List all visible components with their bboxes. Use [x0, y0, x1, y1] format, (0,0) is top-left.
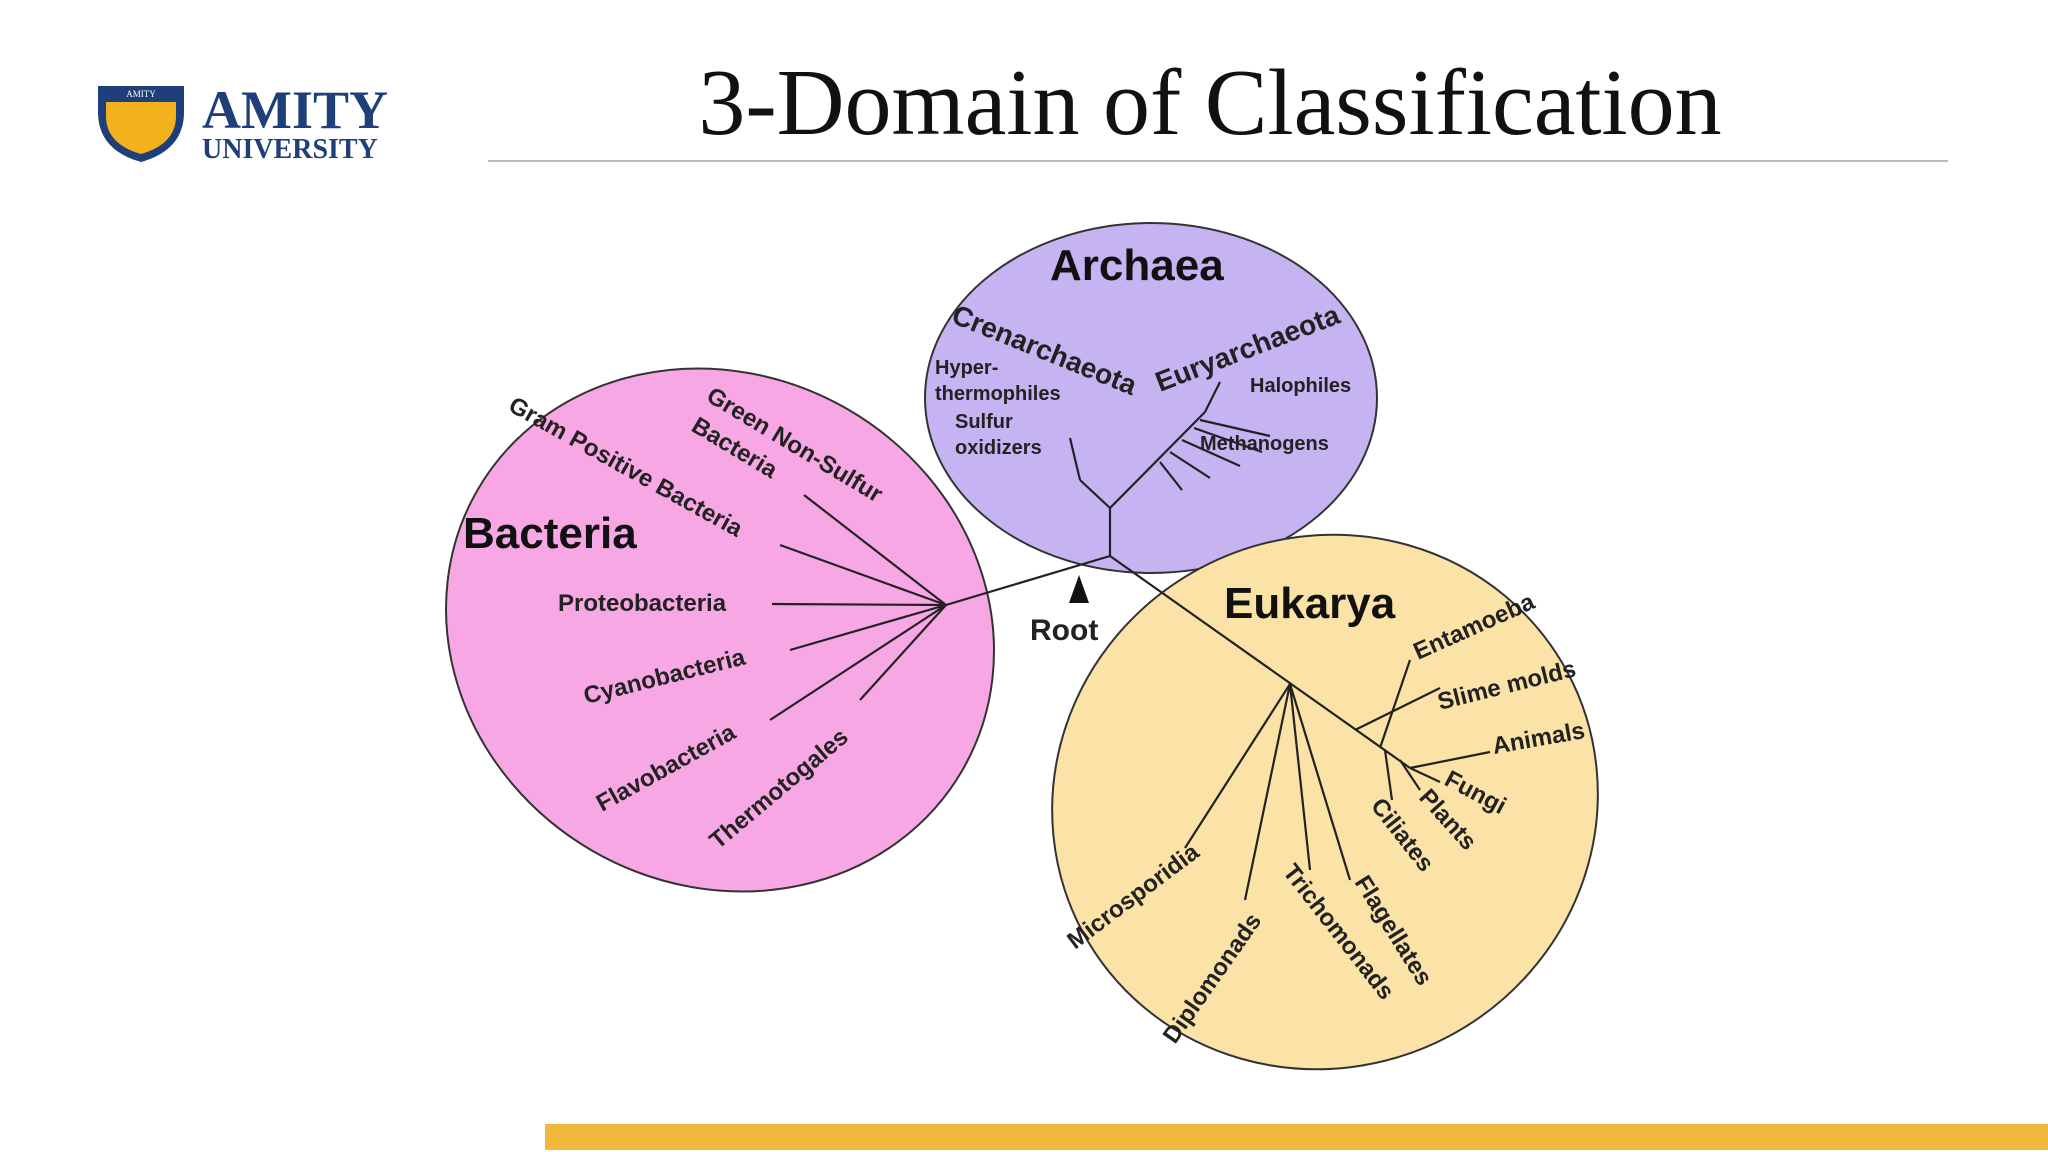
archaea-ellipse [924, 222, 1378, 574]
logo-brand: AMITY [202, 80, 388, 140]
amity-university-logo: AMITY AMITY UNIVERSITY [98, 80, 388, 165]
shield-inner [106, 102, 176, 154]
branch-hyper: Hyper- [935, 357, 998, 379]
branch-thermophiles: thermophiles [935, 383, 1061, 405]
logo-sub: UNIVERSITY [202, 134, 378, 165]
branch-halophiles: Halophiles [1250, 375, 1351, 397]
domain-bacteria: Bacteria [463, 509, 637, 558]
bacteria-ellipse [445, 367, 995, 893]
domain-eukarya: Eukarya [1224, 579, 1396, 628]
branch-sulfur: Sulfur [955, 411, 1013, 433]
branch-methanogens: Methanogens [1200, 433, 1329, 455]
root-label: Root [1030, 614, 1098, 647]
title-rule [488, 160, 1948, 162]
footer-accent-bar [545, 1124, 2048, 1150]
domain-archaea: Archaea [1050, 241, 1224, 290]
branch-oxidizers: oxidizers [955, 437, 1042, 459]
shield-text: AMITY [126, 89, 156, 99]
branch-proteobacteria: Proteobacteria [558, 590, 727, 617]
root-arrow-icon [1069, 575, 1089, 603]
tree-lines [769, 381, 1491, 901]
slide-title: 3-Domain of Classification [698, 51, 1722, 155]
